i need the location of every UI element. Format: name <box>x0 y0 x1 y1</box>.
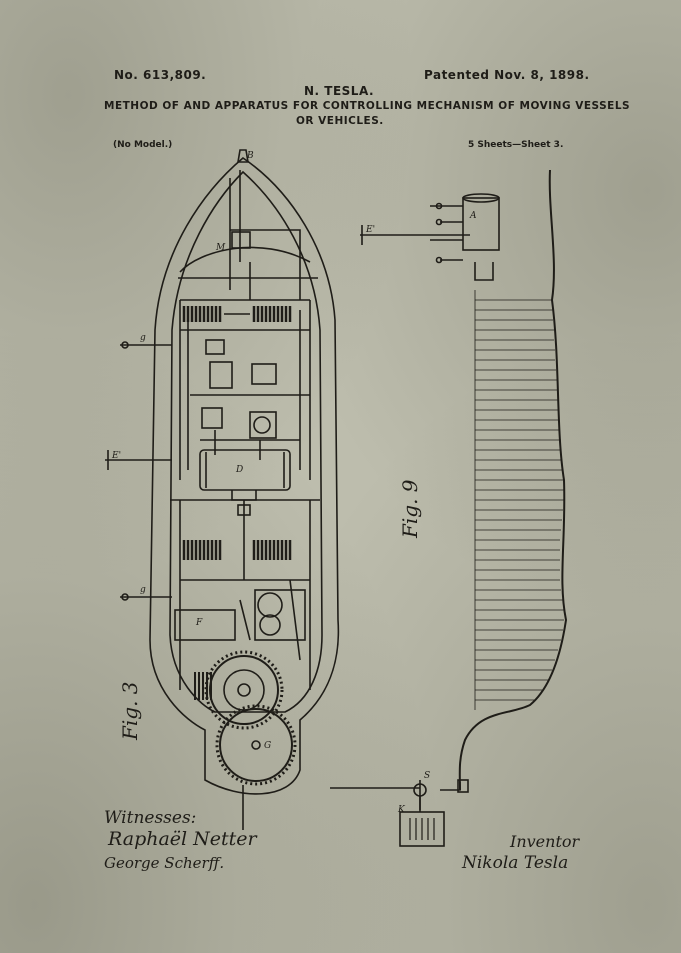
witness-signature-1: Raphaël Netter <box>108 828 257 850</box>
patent-title-line2: OR VEHICLES. <box>296 115 384 127</box>
coastline <box>458 169 568 791</box>
patent-number: No. 613,809. <box>114 68 207 82</box>
svg-text:F: F <box>195 618 203 628</box>
drive-gear <box>209 655 279 725</box>
svg-text:E': E' <box>365 225 375 235</box>
coil-bank-upper <box>182 306 292 322</box>
svg-text:K: K <box>397 805 406 815</box>
inventor-name-header: N. TESLA. <box>304 84 375 98</box>
no-model-note: (No Model.) <box>113 140 173 150</box>
boat-hull-outer <box>149 156 340 795</box>
patent-date: Patented Nov. 8, 1898. <box>424 68 590 82</box>
inventor-signature: Nikola Tesla <box>462 853 569 873</box>
svg-text:D: D <box>235 465 243 475</box>
motor-d <box>199 449 291 491</box>
rudder-gear <box>219 708 293 782</box>
sheet-count: 5 Sheets—Sheet 3. <box>468 140 564 150</box>
inventor-label: Inventor <box>510 832 580 851</box>
svg-text:E': E' <box>111 451 121 461</box>
svg-text:B: B <box>246 151 254 161</box>
fig9-label: Fig. 9 <box>398 479 422 538</box>
svg-text:M: M <box>215 243 226 253</box>
witness-signature-2: George Scherff. <box>104 854 225 872</box>
coil-bank-lower <box>182 540 292 560</box>
antenna-hull-top <box>462 197 500 251</box>
shore-battery <box>399 811 445 847</box>
svg-text:A: A <box>469 211 477 221</box>
svg-text:G: G <box>264 741 271 751</box>
svg-text:g: g <box>140 333 146 343</box>
patent-title-line1: METHOD OF AND APPARATUS FOR CONTROLLING … <box>104 100 631 112</box>
fig3-label: Fig. 3 <box>118 681 142 740</box>
water-lines <box>474 290 565 710</box>
witnesses-label: Witnesses: <box>104 808 197 828</box>
svg-text:g: g <box>140 585 146 595</box>
svg-text:S: S <box>424 771 430 781</box>
